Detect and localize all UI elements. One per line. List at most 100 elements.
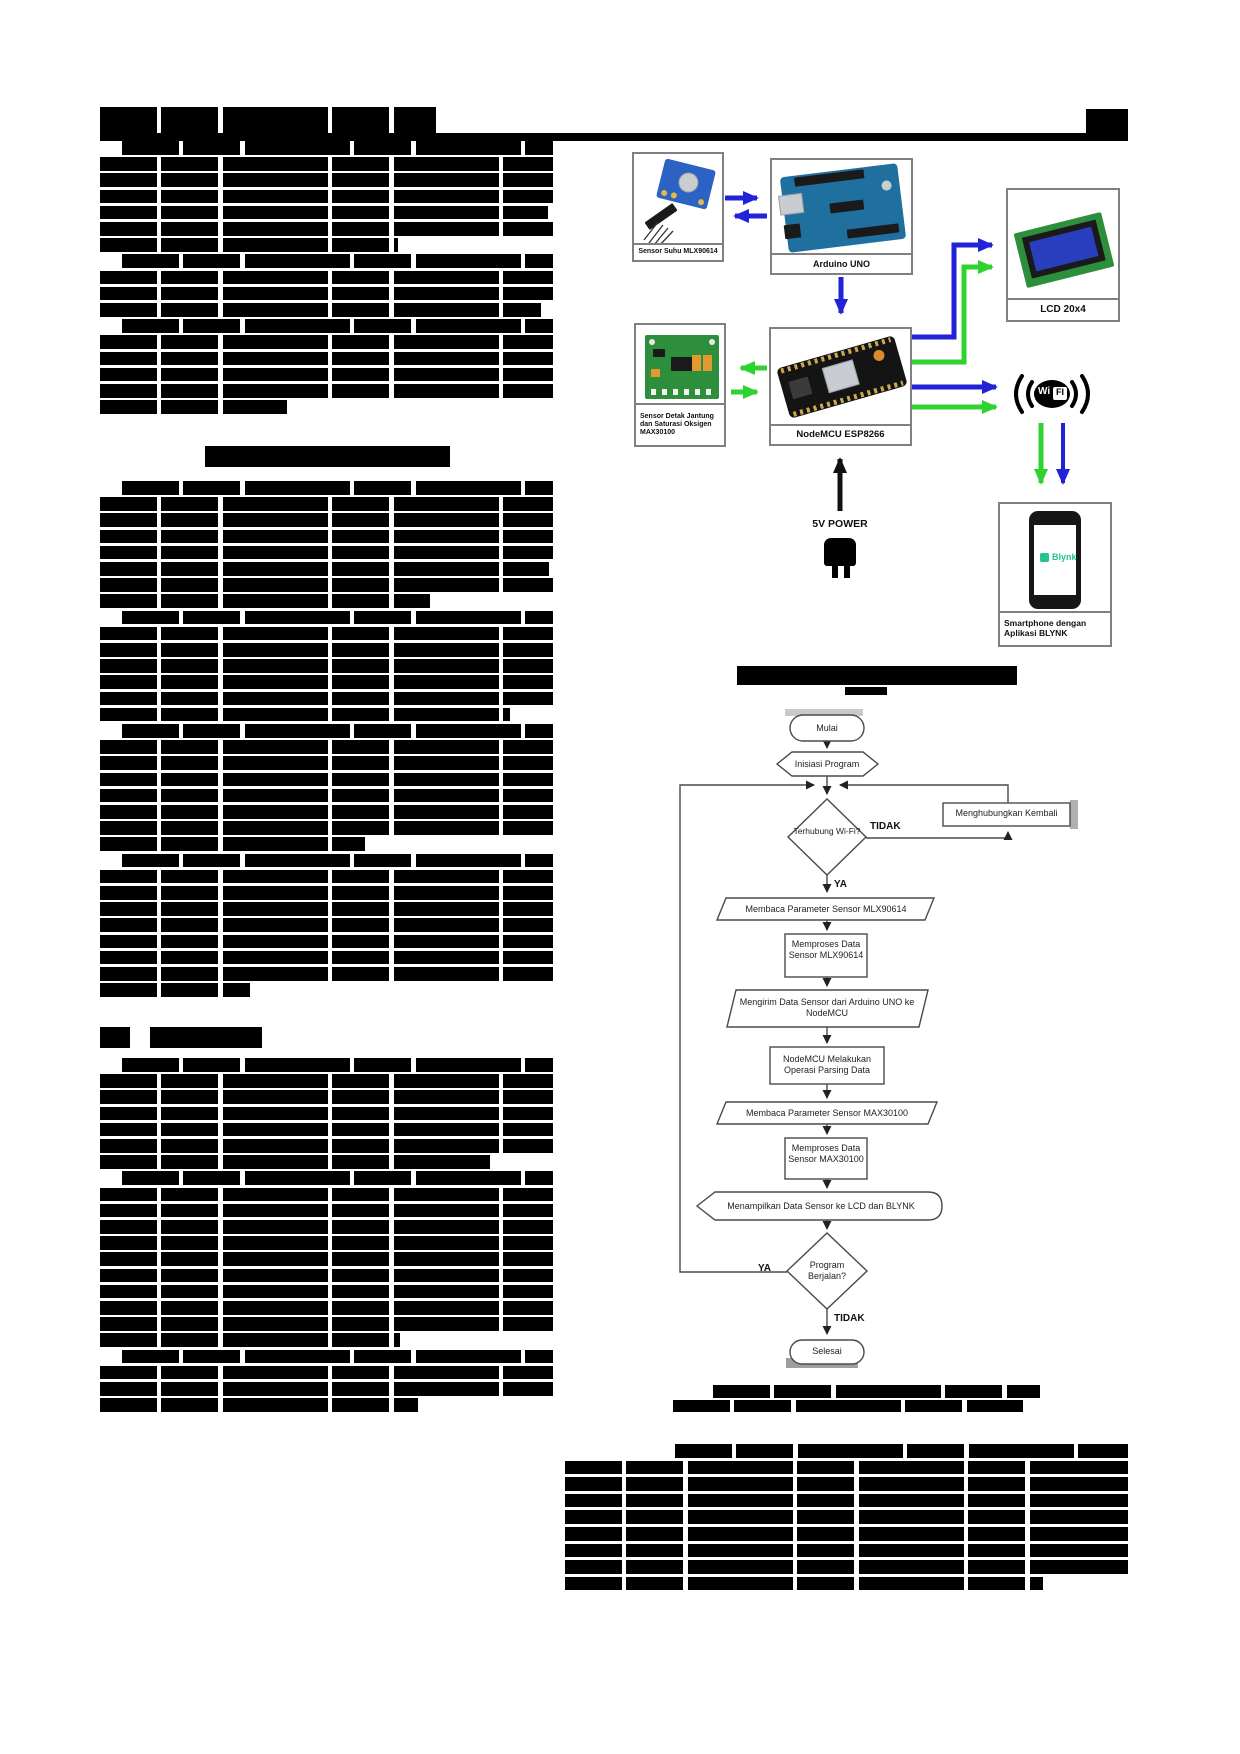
redacted-line-5-18 bbox=[122, 1349, 553, 1364]
blynk-logo-text: Blynk bbox=[1052, 552, 1077, 562]
redacted-line-0-2 bbox=[100, 173, 553, 187]
wifi-icon: Wi FI bbox=[1010, 370, 1094, 418]
redacted-line-2-17 bbox=[100, 756, 553, 770]
fc-label-ya-2: YA bbox=[758, 1263, 771, 1274]
redacted-line-6-0 bbox=[675, 1444, 1128, 1458]
arduino-label: Arduino UNO bbox=[772, 253, 911, 273]
lcd-photo bbox=[1013, 211, 1115, 289]
redacted-line-2-31 bbox=[100, 983, 250, 997]
mlx90614-label: Sensor Suhu MLX90614 bbox=[634, 243, 722, 260]
redacted-line-5-12 bbox=[100, 1252, 553, 1266]
redacted-line-5-0 bbox=[122, 1058, 553, 1072]
mlx90614-photo bbox=[655, 158, 717, 210]
arduino-photo bbox=[778, 163, 907, 253]
redacted-line-5-15 bbox=[100, 1301, 553, 1315]
redacted-line-2-13 bbox=[100, 691, 553, 706]
redacted-line-2-30 bbox=[100, 967, 553, 981]
redacted-line-2-23 bbox=[122, 853, 553, 868]
redacted-line-0-6 bbox=[100, 238, 398, 252]
redacted-line-0-3 bbox=[100, 189, 553, 204]
redacted-line-2-19 bbox=[100, 788, 553, 803]
redacted-line-2-16 bbox=[100, 740, 553, 754]
redacted-line-3-0 bbox=[100, 1027, 130, 1048]
arduino-box: Arduino UNO bbox=[770, 158, 913, 275]
fc-display: Menampilkan Data Sensor ke LCD dan BLYNK bbox=[727, 1201, 915, 1211]
redacted-line-0-13 bbox=[100, 351, 553, 366]
redacted-line-0-11 bbox=[122, 319, 553, 333]
redacted-page-number bbox=[1086, 109, 1128, 141]
nodemcu-box: NodeMCU ESP8266 bbox=[769, 327, 912, 446]
redacted-line-0-14 bbox=[100, 367, 553, 382]
redacted-line-5-10 bbox=[100, 1220, 553, 1234]
redacted-line-0-16 bbox=[100, 400, 287, 414]
redacted-line-2-2 bbox=[100, 513, 553, 527]
redacted-line-2-3 bbox=[100, 529, 553, 544]
blynk-logo: Blynk bbox=[1040, 552, 1077, 562]
redacted-line-2-29 bbox=[100, 950, 553, 965]
redacted-line-2-9 bbox=[100, 626, 553, 641]
hardware-block-diagram: Sensor Suhu MLX90614 Arduino UNO LCD 20x… bbox=[565, 140, 1130, 650]
redacted-line-5-8 bbox=[100, 1187, 553, 1202]
redacted-line-5-16 bbox=[100, 1317, 553, 1331]
redacted-line-6-2 bbox=[565, 1477, 1128, 1491]
nodemcu-photo bbox=[776, 335, 908, 419]
redacted-line-5-1 bbox=[100, 1074, 553, 1088]
redacted-line-1-0 bbox=[205, 446, 450, 467]
redacted-line-5-5 bbox=[100, 1139, 553, 1153]
redacted-line-5-4 bbox=[100, 1122, 553, 1137]
lcd-box: LCD 20x4 bbox=[1006, 188, 1120, 322]
redacted-line-5-6 bbox=[100, 1155, 490, 1169]
blynk-logo-icon bbox=[1040, 552, 1049, 562]
redacted-line-5-17 bbox=[100, 1333, 400, 1347]
redacted-line-2-1 bbox=[100, 497, 553, 511]
redacted-line-0-7 bbox=[122, 254, 553, 268]
redacted-line-5-7 bbox=[122, 1171, 553, 1185]
redacted-line-6-3 bbox=[565, 1493, 1128, 1508]
flowchart: Mulai Inisiasi Program Terhubung Wi-Fi? … bbox=[640, 660, 1110, 1420]
max30100-label: Sensor Detak Jantung dan Saturasi Oksige… bbox=[636, 403, 724, 445]
power-label: 5V POWER bbox=[812, 518, 868, 530]
redacted-line-5-20 bbox=[100, 1382, 553, 1396]
redacted-line-5-13 bbox=[100, 1268, 553, 1283]
fc-parsing: NodeMCU Melakukan Operasi Parsing Data bbox=[782, 1054, 872, 1075]
redacted-line-2-4 bbox=[100, 545, 553, 560]
redacted-line-6-6 bbox=[565, 1543, 1128, 1558]
fc-process-max: Memproses Data Sensor MAX30100 bbox=[788, 1143, 864, 1164]
redacted-line-5-11 bbox=[100, 1236, 553, 1250]
fc-read-max: Membaca Parameter Sensor MAX30100 bbox=[745, 1108, 909, 1118]
redacted-line-5-3 bbox=[100, 1106, 553, 1121]
fc-wifi-check: Terhubung Wi-Fi? bbox=[793, 826, 861, 836]
fc-send-data: Mengirim Data Sensor dari Arduino UNO ke… bbox=[739, 997, 915, 1018]
smartphone-label: Smartphone dengan Aplikasi BLYNK bbox=[1000, 611, 1110, 645]
lcd-label: LCD 20x4 bbox=[1008, 298, 1118, 320]
redacted-line-2-28 bbox=[100, 934, 553, 949]
redacted-line-0-1 bbox=[100, 157, 553, 171]
pin-legs bbox=[643, 221, 674, 246]
redacted-line-2-27 bbox=[100, 918, 553, 932]
fc-label-ya-1: YA bbox=[834, 879, 847, 890]
redacted-line-2-6 bbox=[100, 578, 553, 592]
power-plug-icon bbox=[823, 536, 857, 580]
redacted-line-2-26 bbox=[100, 902, 553, 916]
redacted-caption-3 bbox=[673, 1400, 1023, 1412]
redacted-line-6-1 bbox=[565, 1460, 1128, 1475]
redacted-line-6-7 bbox=[565, 1560, 1128, 1574]
redacted-line-2-25 bbox=[100, 886, 553, 900]
fc-read-mlx: Membaca Parameter Sensor MLX90614 bbox=[745, 904, 907, 914]
max30100-photo bbox=[645, 335, 719, 399]
fc-label-tidak-2: TIDAK bbox=[834, 1313, 865, 1324]
redacted-line-0-15 bbox=[100, 384, 553, 398]
smartphone-box: Blynk Smartphone dengan Aplikasi BLYNK bbox=[998, 502, 1112, 647]
max30100-box: Sensor Detak Jantung dan Saturasi Oksige… bbox=[634, 323, 726, 447]
nodemcu-label: NodeMCU ESP8266 bbox=[771, 424, 910, 444]
redacted-line-5-2 bbox=[100, 1090, 553, 1104]
fc-process-mlx: Memproses Data Sensor MLX90614 bbox=[788, 939, 864, 960]
redacted-line-2-15 bbox=[122, 724, 553, 738]
redacted-caption-2 bbox=[713, 1385, 1040, 1398]
redacted-line-2-11 bbox=[100, 659, 553, 673]
redacted-line-0-10 bbox=[100, 303, 541, 317]
redacted-line-2-5 bbox=[100, 562, 549, 576]
fc-start: Mulai bbox=[816, 723, 838, 733]
redacted-line-0-0 bbox=[122, 141, 553, 155]
